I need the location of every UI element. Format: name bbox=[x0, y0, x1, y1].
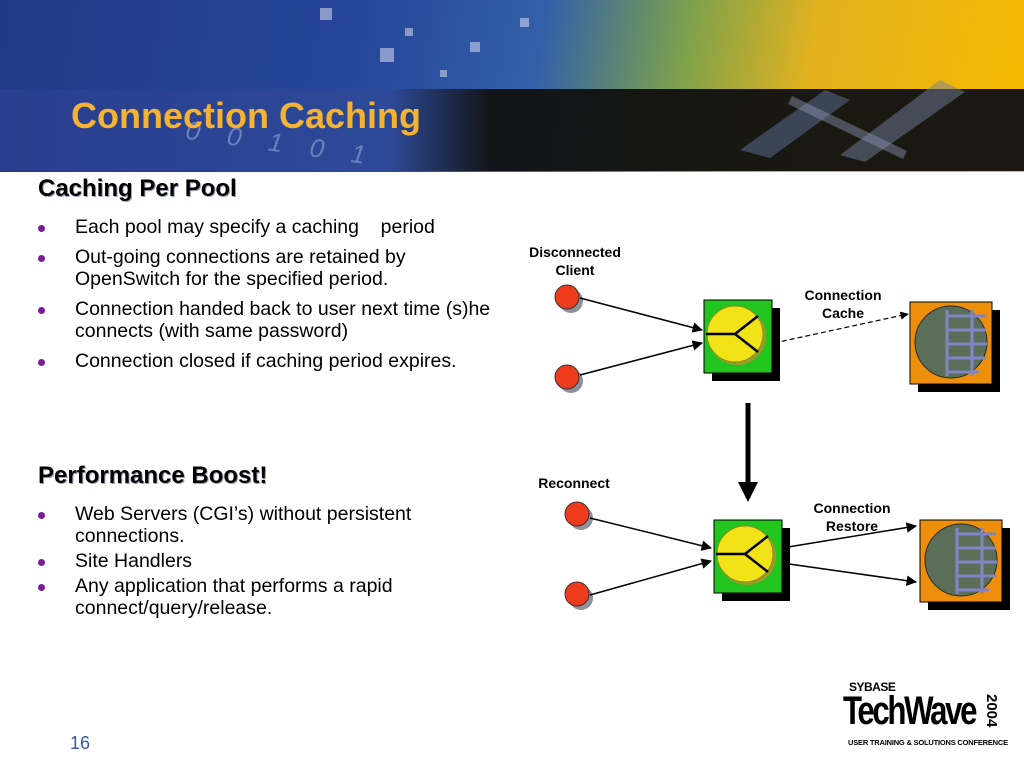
bullet-icon bbox=[38, 359, 45, 366]
bullet-text: Site Handlers bbox=[75, 550, 193, 572]
decor-square bbox=[520, 18, 529, 27]
decor-square bbox=[380, 48, 394, 62]
diagram-canvas bbox=[554, 284, 1010, 610]
client-node-bottom-1 bbox=[564, 501, 593, 530]
bullet-icon bbox=[38, 225, 45, 232]
switch-icon-top bbox=[703, 299, 780, 381]
connection-diagram: Disconnected Client Connection Cache Rec… bbox=[500, 230, 1024, 630]
logo-year: 2004 bbox=[983, 694, 1000, 728]
decor-square bbox=[405, 28, 413, 36]
page-number: 16 bbox=[70, 733, 91, 753]
decor-square bbox=[320, 8, 332, 20]
bullet-item: Out-going connections are retained by Op… bbox=[38, 246, 505, 290]
bullet-icon bbox=[38, 255, 45, 262]
bullet-item: Web Servers (CGI’s) without persistent c… bbox=[38, 503, 478, 547]
label-reconnect: Reconnect bbox=[538, 475, 610, 491]
techwave-logo: SYBASE TechWave 2004 USER TRAINING & SOL… bbox=[843, 680, 1008, 750]
client-node-top-2 bbox=[554, 364, 583, 393]
bullet-text: Each pool may specify a caching period bbox=[75, 216, 435, 238]
logo-tagline: USER TRAINING & SOLUTIONS CONFERENCE bbox=[848, 738, 1008, 747]
header-swoosh-icon bbox=[740, 80, 965, 162]
bullet-text: Web Servers (CGI’s) without persistent c… bbox=[75, 503, 412, 547]
bullet-icon bbox=[38, 559, 45, 566]
slide-title: Connection Caching bbox=[71, 95, 421, 136]
bullet-text: Any application that performs a rapid co… bbox=[75, 575, 393, 619]
bullet-item: Connection closed if caching period expi… bbox=[38, 350, 565, 372]
bullet-text: Connection handed back to user next time… bbox=[75, 298, 491, 342]
label-connection-cache: Connection Cache bbox=[804, 287, 882, 321]
decor-square bbox=[470, 42, 480, 52]
dashed-arrow bbox=[773, 311, 909, 344]
decor-square bbox=[440, 70, 447, 77]
arrow bbox=[589, 517, 713, 551]
arrow bbox=[589, 558, 713, 596]
section-heading-caching: Caching Per Pool bbox=[38, 175, 237, 202]
arrow bbox=[579, 340, 704, 376]
section-heading-performance: Performance Boost! bbox=[38, 462, 268, 489]
database-icon-cache bbox=[909, 301, 1000, 392]
arrow bbox=[579, 297, 704, 333]
header-banner: 0 0 1 0 1 Connection Caching bbox=[0, 0, 1024, 172]
arrow bbox=[781, 562, 918, 586]
bullet-item: Site Handlers bbox=[38, 550, 478, 572]
bullet-text: Connection closed if caching period expi… bbox=[75, 350, 457, 372]
label-connection-restore: Connection Restore bbox=[813, 500, 891, 534]
logo-brand: SYBASE bbox=[849, 680, 896, 694]
switch-icon-bottom bbox=[713, 519, 790, 601]
bullet-text: Out-going connections are retained by Op… bbox=[75, 246, 406, 290]
logo-name: TechWave bbox=[843, 689, 977, 733]
client-node-top-1 bbox=[554, 284, 583, 313]
label-disconnected-client: Disconnected Client bbox=[529, 244, 621, 278]
database-icon-restore bbox=[919, 519, 1010, 610]
bullet-list-caching: Each pool may specify a caching period O… bbox=[38, 216, 528, 380]
bullet-item: Each pool may specify a caching period bbox=[38, 216, 528, 238]
bullet-icon bbox=[38, 584, 45, 591]
bullet-list-performance: Web Servers (CGI’s) without persistent c… bbox=[38, 503, 478, 622]
bullet-item: Any application that performs a rapid co… bbox=[38, 575, 485, 619]
bullet-icon bbox=[38, 307, 45, 314]
bullet-icon bbox=[38, 512, 45, 519]
client-node-bottom-2 bbox=[564, 581, 593, 610]
arrow bbox=[781, 522, 918, 549]
bullet-item: Connection handed back to user next time… bbox=[38, 298, 515, 342]
